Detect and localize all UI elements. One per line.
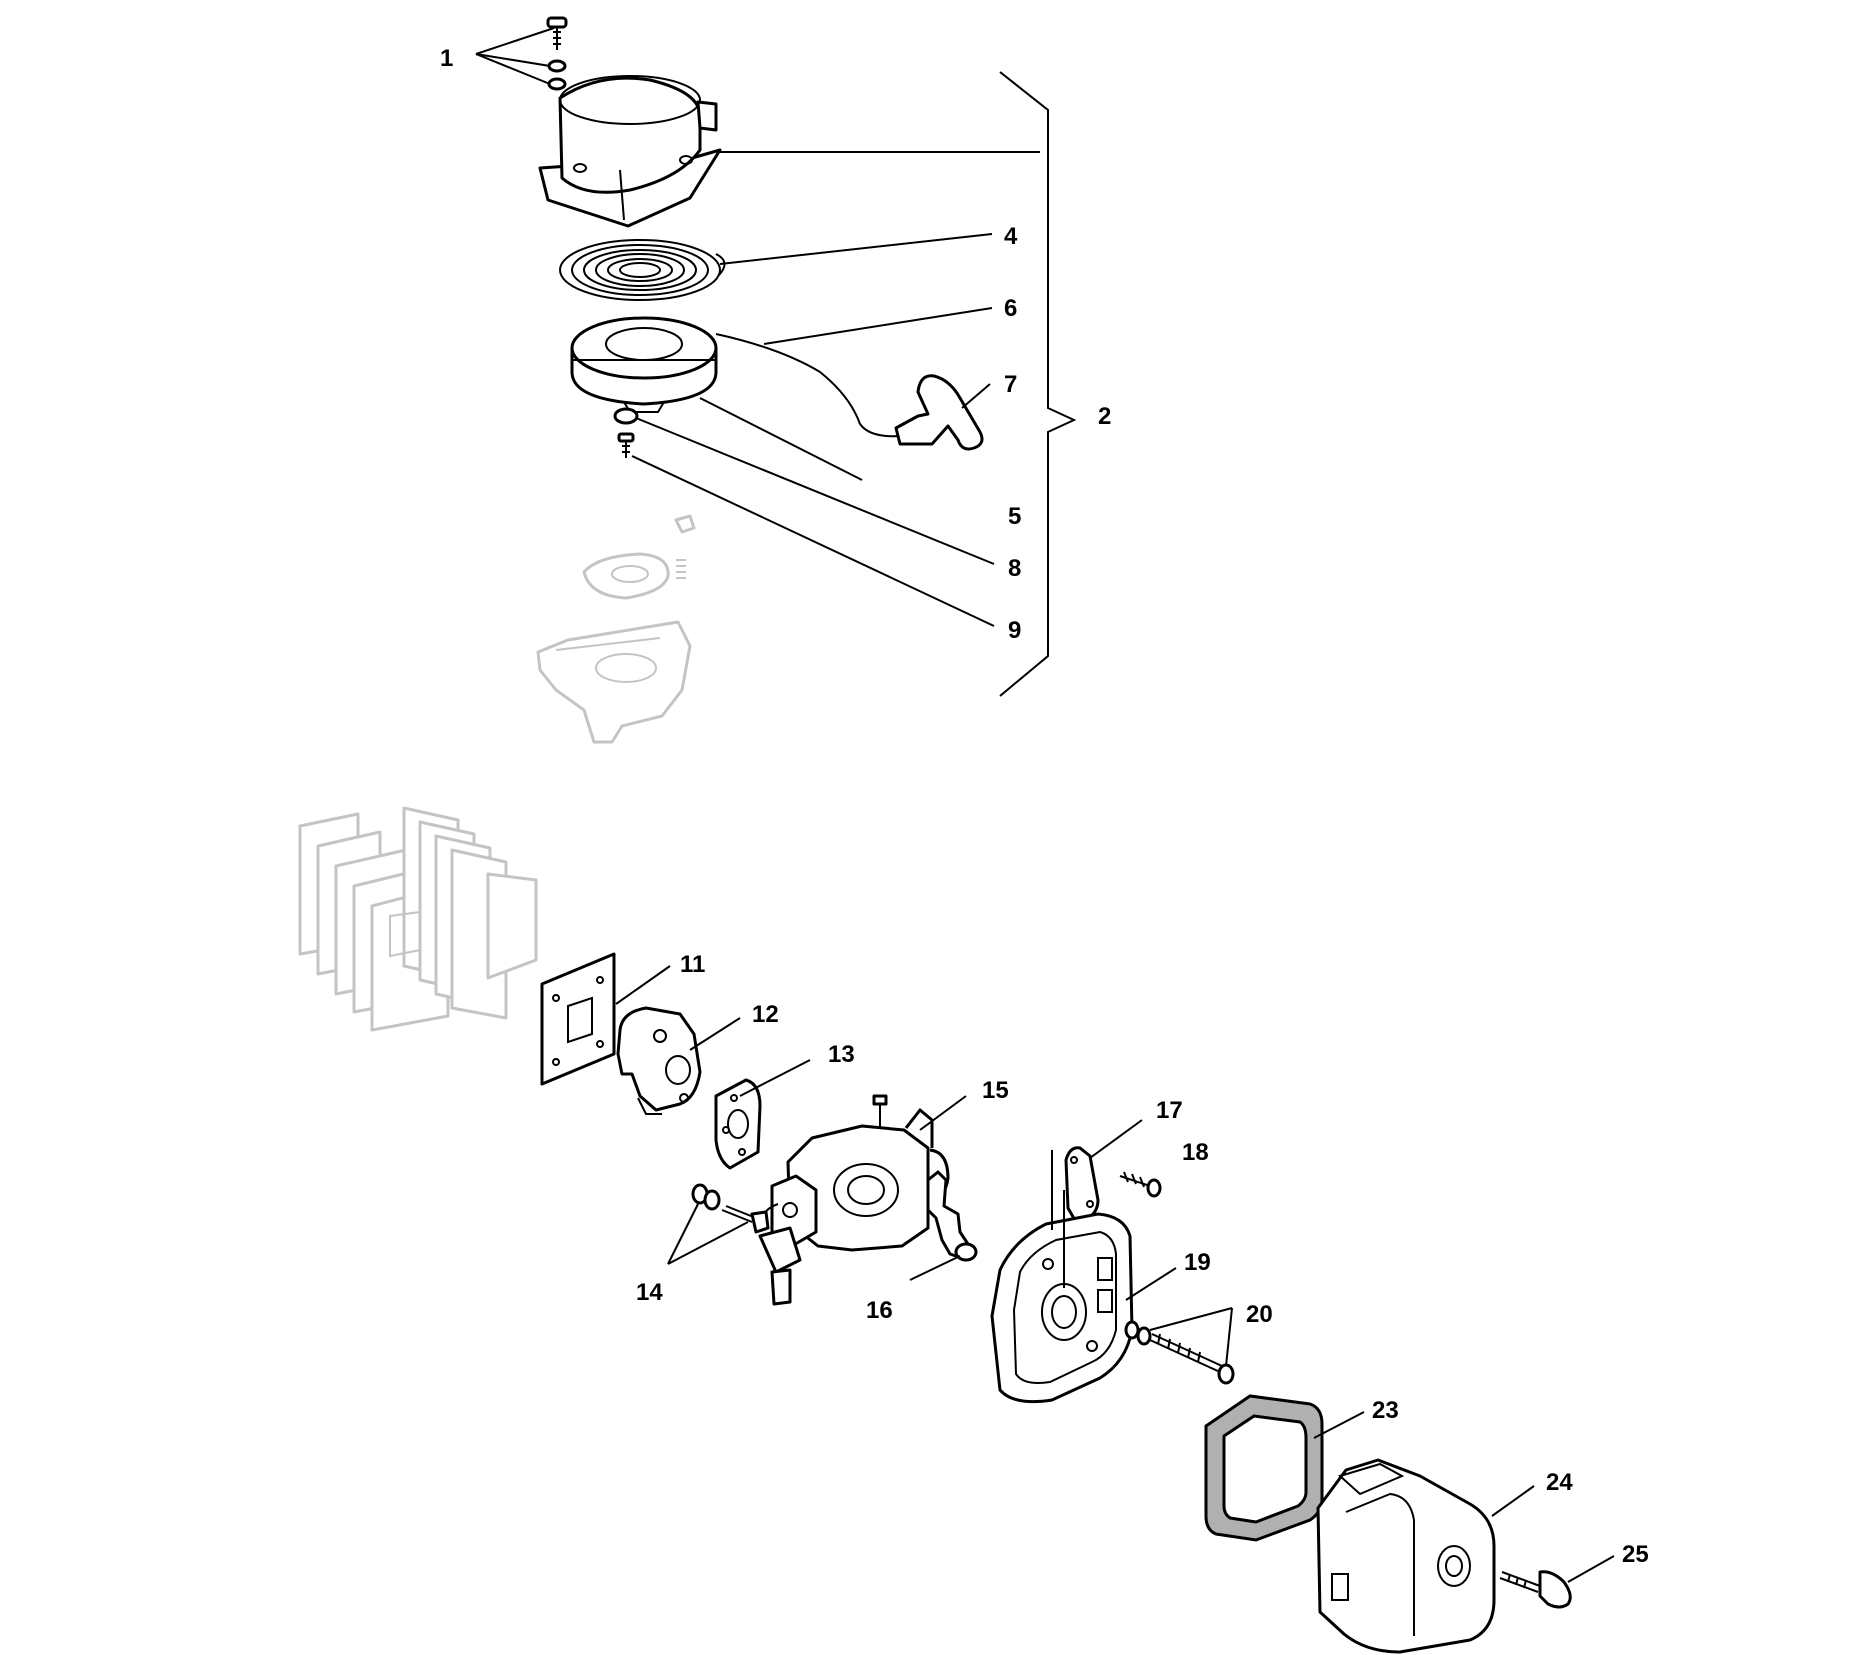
callout-2: 2: [1098, 403, 1111, 430]
starter-housing: [538, 75, 722, 228]
part-23-filter-element: [1204, 1394, 1324, 1542]
part-11-gasket: [540, 952, 616, 1086]
callout-20: 20: [1246, 1301, 1273, 1328]
callout-11: 11: [680, 951, 705, 978]
part-13-carb-gasket: [714, 1078, 762, 1170]
part-17-plate: [1064, 1146, 1100, 1224]
part-20-washers-long-bolt: [1124, 1320, 1235, 1385]
part-16-choke-link: [926, 1170, 978, 1262]
callout-19: 19: [1184, 1249, 1211, 1276]
part-19-air-filter-base: [990, 1150, 1134, 1404]
part-6-starter-rope: [715, 333, 901, 438]
callout-16: 16: [866, 1297, 893, 1324]
callout-5: 5: [1008, 503, 1021, 530]
callout-12: 12: [752, 1001, 779, 1028]
part-1-screw-washers: [546, 16, 568, 91]
part-7-starter-handle: [894, 374, 984, 451]
callout-25: 25: [1622, 1541, 1649, 1568]
part-12-intake-manifold: [616, 1006, 702, 1115]
callout-1: 1: [440, 45, 453, 72]
callout-13: 13: [828, 1041, 855, 1068]
callout-17: 17: [1156, 1097, 1183, 1124]
part-25-thumb-screw: [1499, 1570, 1572, 1609]
part-4-recoil-spring: [559, 239, 726, 301]
callout-4: 4: [1004, 223, 1018, 250]
callout-9: 9: [1008, 617, 1021, 644]
callout-15: 15: [982, 1077, 1009, 1104]
ghost-cylinder: [298, 806, 538, 1032]
part-15-carburetor: [758, 1094, 950, 1306]
bracket-2: [999, 71, 1077, 697]
part-9-screw: [617, 432, 635, 458]
leader-lines: [475, 27, 1615, 1583]
callout-8: 8: [1008, 555, 1021, 582]
ghost-fan-housing: [536, 620, 692, 744]
ghost-starter-pawl: [582, 514, 696, 600]
part-5-pulley: [570, 316, 718, 413]
part-14-washers-bolt: [691, 1183, 770, 1234]
callout-18: 18: [1182, 1139, 1209, 1166]
part-24-filter-cover: [1316, 1458, 1496, 1654]
callout-23: 23: [1372, 1397, 1399, 1424]
callout-24: 24: [1546, 1469, 1573, 1496]
part-8-washer: [613, 407, 639, 425]
callout-7: 7: [1004, 371, 1017, 398]
callout-14: 14: [636, 1279, 663, 1306]
callout-6: 6: [1004, 295, 1017, 322]
part-18-screw: [1119, 1171, 1162, 1198]
callout-labels: 1 2 4 6 7 5 8 9 11 12 13 15 14 16 17 18 …: [440, 45, 1649, 1568]
